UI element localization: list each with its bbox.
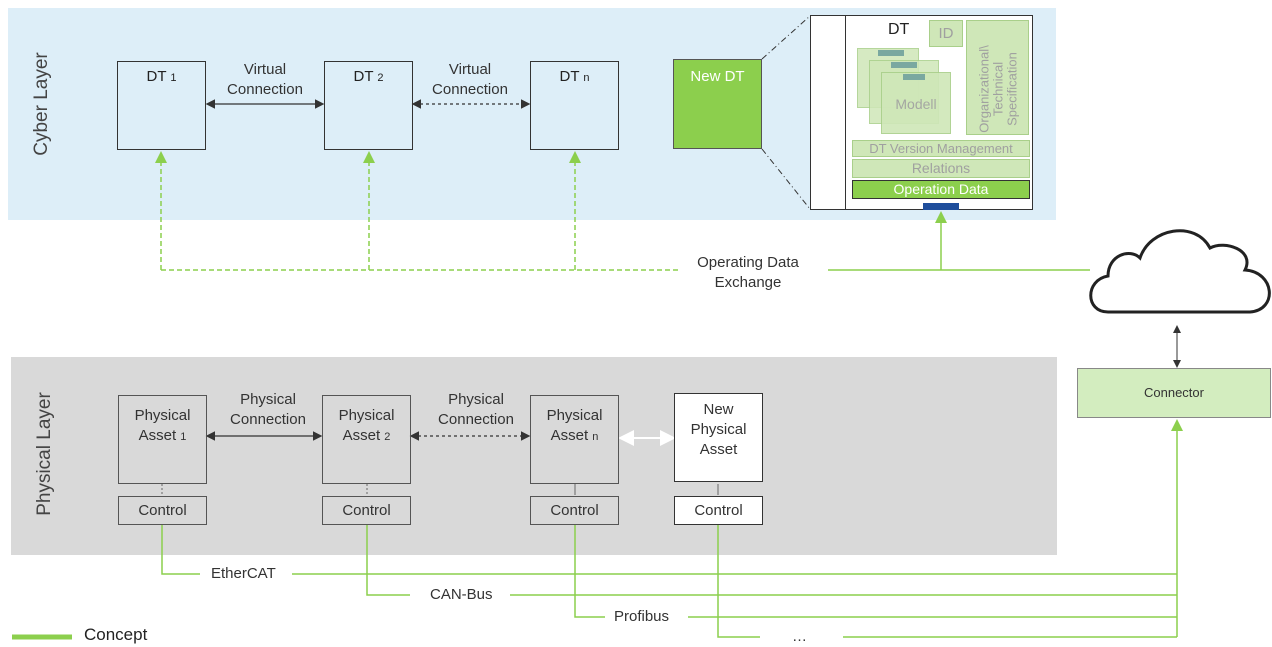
control-new-box[interactable]: Control: [674, 496, 763, 525]
operating-data-exchange-label: Operating Data Exchange: [697, 254, 799, 291]
physical-connection-label-2: Physical Connection: [438, 391, 514, 428]
dt-2-label: DT: [353, 68, 374, 85]
physical-connection-label-1: Physical Connection: [230, 391, 306, 428]
legend-concept-label: Concept: [84, 625, 148, 644]
physical-asset-n-subscript: n: [592, 431, 599, 443]
virtual-connection-label-1: Virtual Connection: [227, 61, 303, 98]
dt-detail-interface-bar: [923, 203, 959, 210]
dt-1-box[interactable]: DT 1: [117, 61, 206, 150]
ethercat-line-a: [161, 524, 200, 575]
dt-n-label: DT: [559, 68, 580, 85]
dt-2-box[interactable]: DT 2: [324, 61, 413, 150]
dt-detail-operation-data: Operation Data: [852, 180, 1030, 199]
ethercat-label: EtherCAT: [205, 565, 282, 582]
zoom-line-top: [761, 15, 811, 60]
dt-detail-version-mgmt: DT Version Management: [852, 140, 1030, 157]
dt-1-subscript: 1: [170, 72, 177, 84]
dt-2-subscript: 2: [377, 72, 384, 84]
control-n-box[interactable]: Control: [530, 496, 619, 525]
control-1-box[interactable]: Control: [118, 496, 207, 525]
dt-detail-org-spec: Organizational\ Technical Specification: [976, 45, 1020, 133]
physical-asset-n-label: Physical Asset: [546, 407, 603, 444]
cloud-icon: [1089, 229, 1271, 314]
canbus-line-a: [366, 524, 410, 596]
physical-asset-1-subscript: 1: [180, 431, 187, 443]
new-physical-asset-box[interactable]: New Physical Asset: [674, 393, 763, 482]
dt-n-box[interactable]: DT n: [530, 61, 619, 150]
new-dt-box[interactable]: New DT: [673, 59, 762, 149]
modell-bar-1: [878, 50, 904, 56]
ellipsis-bus-line-a: [717, 524, 760, 638]
dt-detail-org-spec-box: Organizational\ Technical Specification: [966, 20, 1029, 135]
dt-n-subscript: n: [583, 72, 590, 84]
zoom-line-bottom: [761, 148, 811, 210]
physical-asset-1-box[interactable]: Physical Asset 1: [118, 395, 207, 484]
physical-asset-2-subscript: 2: [384, 431, 391, 443]
modell-bar-3: [903, 74, 925, 80]
new-physical-asset-label: New Physical Asset: [690, 401, 747, 458]
dt-detail-modell: Modell: [881, 72, 951, 134]
physical-asset-2-box[interactable]: Physical Asset 2: [322, 395, 411, 484]
control-2-box[interactable]: Control: [322, 496, 411, 525]
dt-detail-id: ID: [929, 20, 963, 47]
connector-box[interactable]: Connector: [1077, 368, 1271, 418]
dt-detail-relations: Relations: [852, 159, 1030, 178]
ellipsis-bus-label: …: [786, 628, 813, 645]
virtual-connection-label-2: Virtual Connection: [432, 61, 508, 98]
physical-layer-background: [11, 357, 1057, 555]
dt-1-label: DT: [146, 68, 167, 85]
physical-asset-n-box[interactable]: Physical Asset n: [530, 395, 619, 484]
modell-bar-2: [891, 62, 917, 68]
physical-asset-2-label: Physical Asset: [338, 407, 395, 444]
physical-asset-1-label: Physical Asset: [134, 407, 191, 444]
profibus-line-a: [574, 524, 605, 618]
profibus-label: Profibus: [608, 608, 676, 625]
dt-detail-title: DT: [888, 21, 910, 38]
canbus-label: CAN-Bus: [424, 586, 499, 603]
